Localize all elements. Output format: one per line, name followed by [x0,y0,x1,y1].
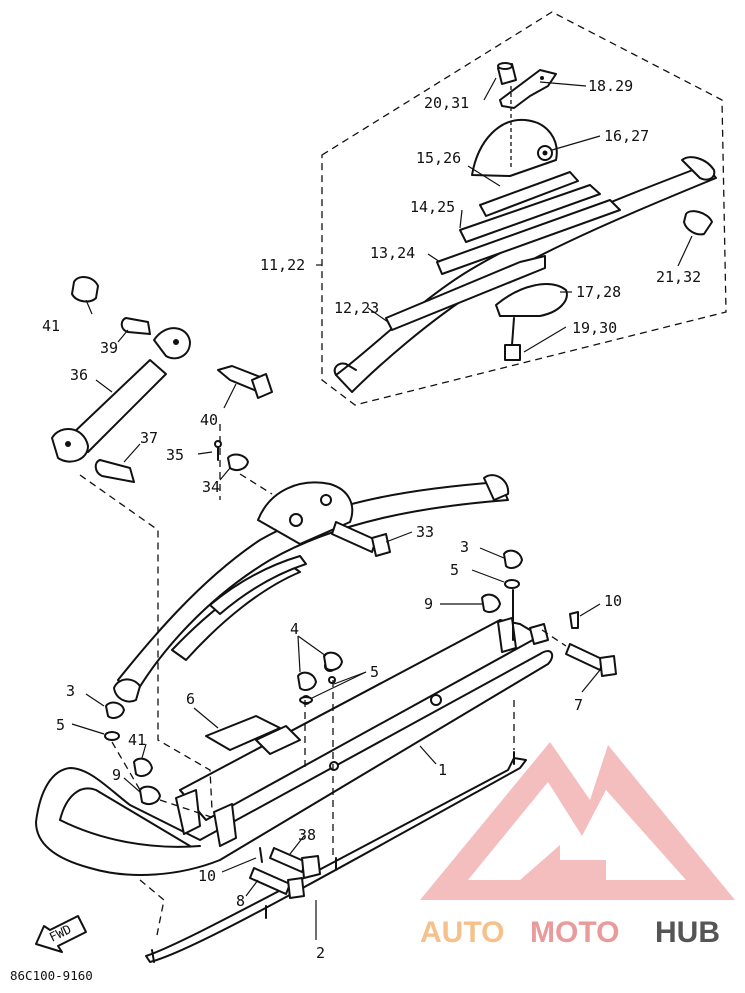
watermark-moto: MOTO [530,916,619,949]
lower-leaf-spring [113,474,510,703]
callout-15-26: 15,26 [416,149,461,167]
callout-37: 37 [140,429,158,447]
callout-12-23: 12,23 [334,299,379,317]
callout-16-27: 16,27 [604,127,649,145]
callout-41-top: 41 [42,317,60,335]
watermark-logo [420,742,735,900]
callout-38: 38 [298,826,316,844]
callout-14-25: 14,25 [410,198,455,216]
callout-39: 39 [100,339,118,357]
steering-link-parts [51,276,273,483]
leader-lines [71,77,693,940]
callout-3-rear: 3 [460,538,469,556]
callout-5-front: 5 [56,716,65,734]
watermark-hub: HUB [655,916,720,949]
drawing-code: 86C100-9160 [10,968,93,983]
callout-40: 40 [200,411,218,429]
callout-6: 6 [186,690,195,708]
callout-2: 2 [316,944,325,962]
callout-10-rear: 10 [604,592,622,610]
ski-body [35,549,617,963]
callout-20-31: 20,31 [424,94,469,112]
leaf-spring-assembly [333,62,717,393]
callout-21-32: 21,32 [656,268,701,286]
callout-41-lower: 41 [128,731,146,749]
watermark-text: AUTO MOTO HUB [420,916,720,949]
callout-34: 34 [202,478,220,496]
watermark-auto: AUTO [420,916,504,949]
callout-33: 33 [416,523,434,541]
callout-17-28: 17,28 [576,283,621,301]
callout-3-front: 3 [66,682,75,700]
assembly-boundary [321,11,727,406]
callout-5-rear: 5 [450,561,459,579]
callout-35: 35 [166,446,184,464]
callout-5-mid: 5 [370,663,379,681]
callout-1: 1 [438,761,447,779]
callout-9-rear: 9 [424,595,433,613]
callout-7: 7 [574,696,583,714]
callout-9-front: 9 [112,766,121,784]
callout-labels: 18.29 20,31 16,27 15,26 14,25 13,24 11,2… [42,77,701,962]
callout-8: 8 [236,892,245,910]
callout-11-22: 11,22 [260,256,305,274]
callout-18-29: 18.29 [588,77,633,95]
callout-10-front: 10 [198,867,216,885]
callout-13-24: 13,24 [370,244,415,262]
alignment-lines [79,424,567,941]
callout-19-30: 19,30 [572,319,617,337]
fwd-arrow-icon: FWD [35,915,87,953]
callout-4: 4 [290,620,299,638]
callout-36: 36 [70,366,88,384]
